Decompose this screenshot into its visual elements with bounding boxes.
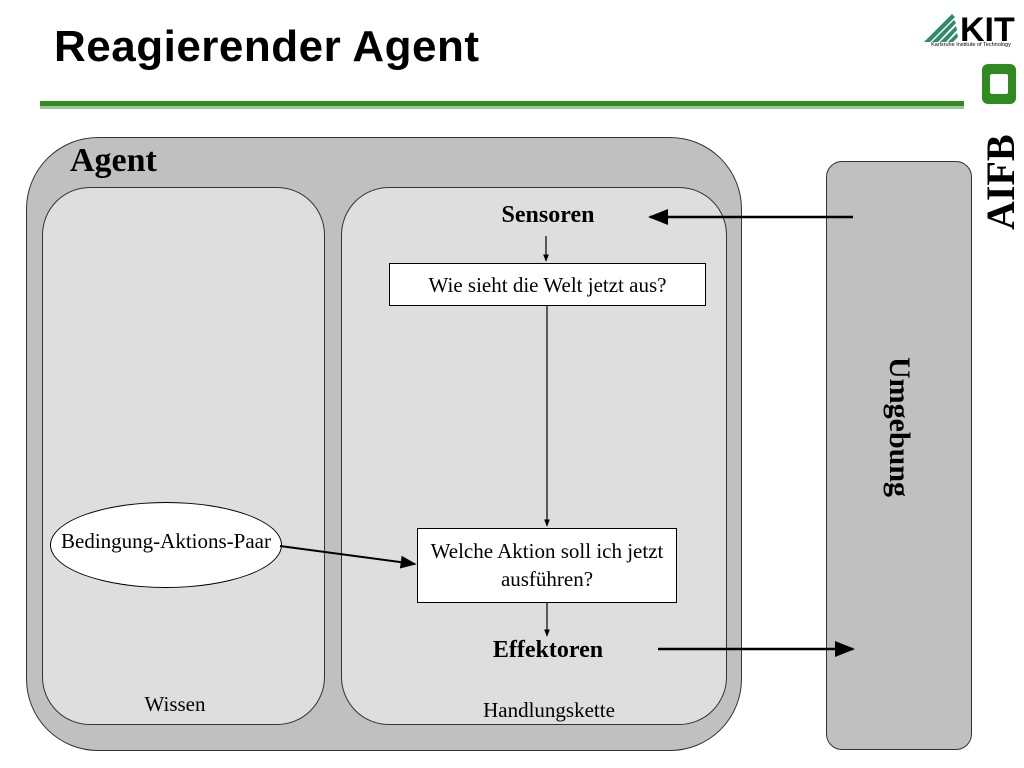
kit-logo: KIT: [924, 11, 1015, 49]
kit-tagline: Karlsruhe Institute of Technology: [931, 42, 1011, 48]
environment-label: Umgebung: [883, 356, 916, 498]
slide-title: Reagierender Agent: [54, 22, 480, 71]
aifb-logo: AIFB: [978, 64, 1022, 230]
condition-action-rule-ellipse: Bedingung-Aktions-Paar: [50, 502, 282, 588]
aifb-logo-text: AIFB: [978, 134, 1022, 230]
condition-action-rule-label: Bedingung-Aktions-Paar: [61, 529, 271, 553]
agent-label: Agent: [70, 142, 157, 179]
action-question-box: Welche Aktion soll ich jetzt ausführen?: [417, 528, 677, 603]
knowledge-box: [42, 187, 325, 725]
action-chain-caption: Handlungskette: [483, 698, 615, 722]
title-rule: [40, 101, 964, 109]
sensors-label: Sensoren: [501, 202, 595, 228]
effectors-label: Effektoren: [492, 637, 604, 663]
world-question-box: Wie sieht die Welt jetzt aus?: [389, 263, 706, 306]
knowledge-caption: Wissen: [144, 692, 206, 716]
kit-logo-text: KIT: [960, 11, 1015, 49]
